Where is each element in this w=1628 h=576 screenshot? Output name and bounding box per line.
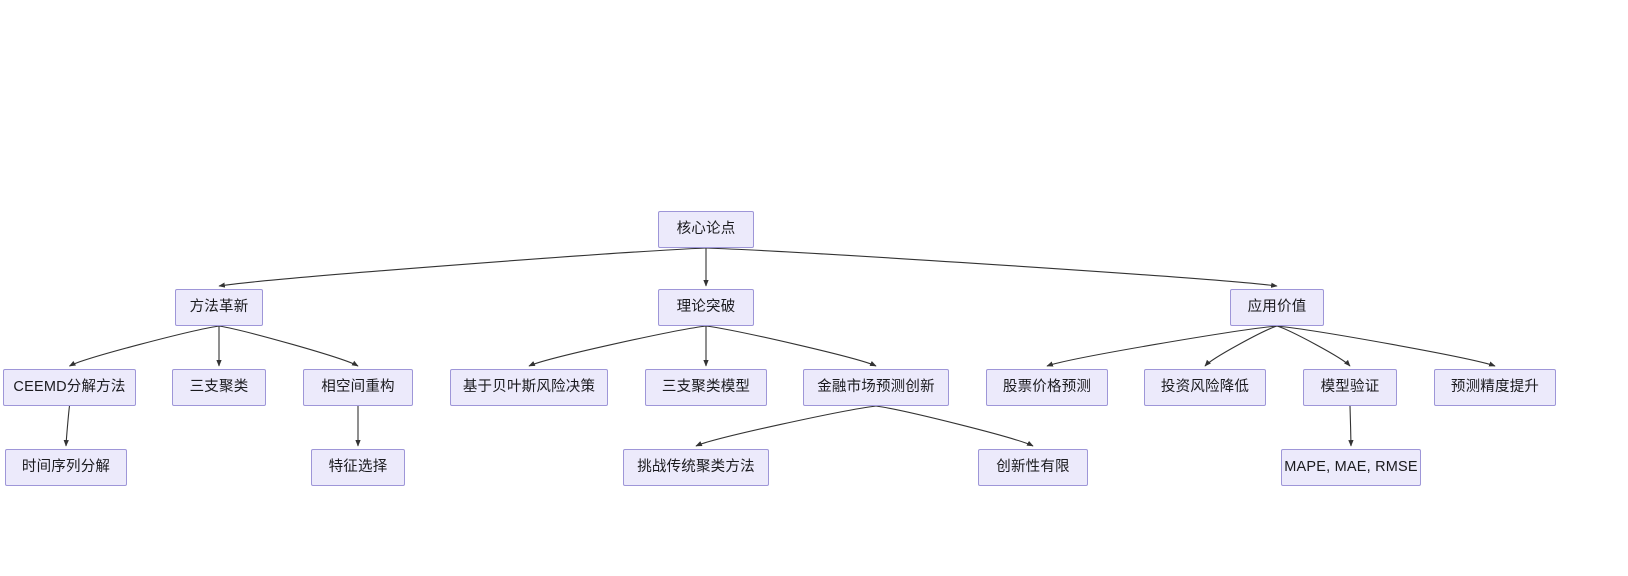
node-l3e[interactable]: MAPE, MAE, RMSE xyxy=(1281,449,1421,486)
edge-l1a-to-l2c xyxy=(218,325,359,367)
node-l2g[interactable]: 股票价格预测 xyxy=(986,369,1108,406)
node-l2h[interactable]: 投资风险降低 xyxy=(1144,369,1266,406)
node-label: 创新性有限 xyxy=(996,459,1070,476)
node-l1a[interactable]: 方法革新 xyxy=(175,289,263,326)
node-l2c[interactable]: 相空间重构 xyxy=(303,369,413,406)
node-label: 方法革新 xyxy=(189,299,249,316)
node-label: 投资风险降低 xyxy=(1160,379,1250,396)
node-l3b[interactable]: 特征选择 xyxy=(311,449,405,486)
node-label: 时间序列分解 xyxy=(21,459,111,476)
node-l2e[interactable]: 三支聚类模型 xyxy=(645,369,767,406)
edge-l1a-to-l2a xyxy=(68,325,220,367)
node-label: 预测精度提升 xyxy=(1450,379,1540,396)
node-label: 相空间重构 xyxy=(321,379,395,396)
edge-l2f-to-l3d xyxy=(875,405,1034,447)
node-label: 特征选择 xyxy=(328,459,388,476)
edge-l2a-to-l3a xyxy=(63,405,71,447)
node-l2d[interactable]: 基于贝叶斯风险决策 xyxy=(450,369,608,406)
node-l2i[interactable]: 模型验证 xyxy=(1303,369,1397,406)
node-l3d[interactable]: 创新性有限 xyxy=(978,449,1088,486)
edge-l1c-to-l2j xyxy=(1276,325,1496,367)
node-l1c[interactable]: 应用价值 xyxy=(1230,289,1324,326)
edge-root-to-l1c xyxy=(705,247,1278,288)
node-label: 应用价值 xyxy=(1247,299,1307,316)
node-l2b[interactable]: 三支聚类 xyxy=(172,369,266,406)
node-label: 核心论点 xyxy=(676,221,736,238)
node-label: 挑战传统聚类方法 xyxy=(637,459,755,476)
edge-l2i-to-l3e xyxy=(1348,405,1354,447)
node-l2a[interactable]: CEEMD分解方法 xyxy=(3,369,136,406)
node-root[interactable]: 核心论点 xyxy=(658,211,754,248)
node-label: 股票价格预测 xyxy=(1002,379,1092,396)
edge-l1c-to-l2i xyxy=(1276,325,1351,367)
node-l2j[interactable]: 预测精度提升 xyxy=(1434,369,1556,406)
node-l3c[interactable]: 挑战传统聚类方法 xyxy=(623,449,769,486)
edge-l1b-to-l2f xyxy=(705,325,877,367)
node-label: 模型验证 xyxy=(1320,379,1380,396)
edge-root-to-l1a xyxy=(218,247,707,288)
node-l2f[interactable]: 金融市场预测创新 xyxy=(803,369,949,406)
node-label: CEEMD分解方法 xyxy=(13,379,126,396)
node-label: 三支聚类模型 xyxy=(661,379,751,396)
node-label: 三支聚类 xyxy=(189,379,249,396)
edge-l1c-to-l2g xyxy=(1046,325,1278,367)
node-l3a[interactable]: 时间序列分解 xyxy=(5,449,127,486)
edge-l2f-to-l3c xyxy=(695,405,877,447)
node-label: MAPE, MAE, RMSE xyxy=(1284,459,1418,476)
edge-l1c-to-l2h xyxy=(1204,325,1278,367)
node-l1b[interactable]: 理论突破 xyxy=(658,289,754,326)
node-label: 金融市场预测创新 xyxy=(817,379,935,396)
node-label: 理论突破 xyxy=(676,299,736,316)
node-label: 基于贝叶斯风险决策 xyxy=(462,379,596,396)
edge-l1b-to-l2d xyxy=(528,325,707,367)
